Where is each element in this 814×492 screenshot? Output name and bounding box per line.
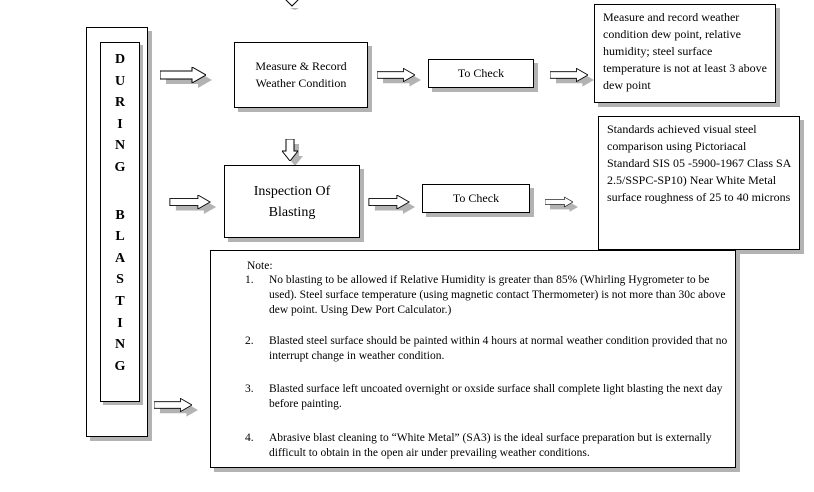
vertical-letter: A (114, 250, 126, 266)
note-item-number: 4. (245, 432, 254, 444)
arrow-to-measure-icon (160, 67, 212, 88)
notes-heading: Note: (247, 260, 273, 272)
vertical-letter: G (114, 159, 126, 175)
top-down-arrow-icon (285, 0, 299, 10)
note-item-text: No blasting to be allowed if Relative Hu… (269, 274, 726, 316)
vertical-letter: R (114, 95, 126, 111)
note-item-3: 3. Blasted surface left uncoated overnig… (245, 382, 735, 412)
check-box-2: To Check (422, 184, 530, 213)
vertical-letter: I (117, 315, 123, 331)
note-item-text: Abrasive blast cleaning to “White Metal”… (269, 432, 712, 459)
vertical-letter: G (114, 358, 126, 374)
arrow-to-inspection-icon (169, 195, 217, 214)
vertical-letter: S (116, 272, 124, 288)
vertical-letter: T (115, 293, 125, 309)
vertical-letter: L (115, 229, 125, 245)
check-box-1: To Check (428, 59, 534, 88)
vertical-letter: D (114, 52, 126, 67)
note-item-1: 1. No blasting to be allowed if Relative… (245, 273, 735, 318)
weather-result-box: Measure and record weather condition dew… (594, 4, 776, 103)
arrow-to-result-2-icon (545, 196, 578, 212)
vertical-letter: N (114, 138, 126, 154)
arrow-to-check-1-icon (377, 68, 421, 87)
arrow-to-notes-icon (154, 398, 198, 417)
check-box-1-label: To Check (457, 66, 505, 80)
blasting-result-text: Standards achieved visual steel comparis… (607, 122, 791, 204)
arrow-to-check-2-icon (368, 195, 416, 214)
blasting-result-box: Standards achieved visual steel comparis… (598, 116, 800, 250)
measure-weather-text: Measure & Record Weather Condition (255, 59, 347, 90)
inspection-of-blasting-text: Inspection Of Blasting (253, 183, 331, 220)
note-item-4: 4. Abrasive blast cleaning to “White Met… (245, 431, 735, 461)
note-item-text: Blasted surface left uncoated overnight … (269, 383, 723, 410)
vertical-letter: N (114, 337, 126, 353)
measure-weather-box: Measure & Record Weather Condition (234, 42, 368, 108)
note-item-text: Blasted steel surface should be painted … (269, 335, 728, 362)
notes-box: Note: 1. No blasting to be allowed if Re… (210, 250, 736, 468)
weather-result-text: Measure and record weather condition dew… (603, 10, 767, 92)
arrow-to-result-1-icon (550, 68, 594, 87)
note-item-number: 3. (245, 383, 254, 395)
vertical-letter: I (117, 116, 123, 132)
note-item-number: 2. (245, 335, 254, 347)
note-item-number: 1. (245, 274, 254, 286)
vertical-letter: U (114, 73, 126, 89)
note-item-2: 2. Blasted steel surface should be paint… (245, 334, 735, 364)
label-gap (101, 181, 139, 207)
arrow-down-to-inspection-icon (282, 139, 303, 166)
check-box-2-label: To Check (452, 191, 500, 205)
inspection-of-blasting-box: Inspection Of Blasting (224, 165, 360, 238)
vertical-letter: B (115, 207, 125, 223)
